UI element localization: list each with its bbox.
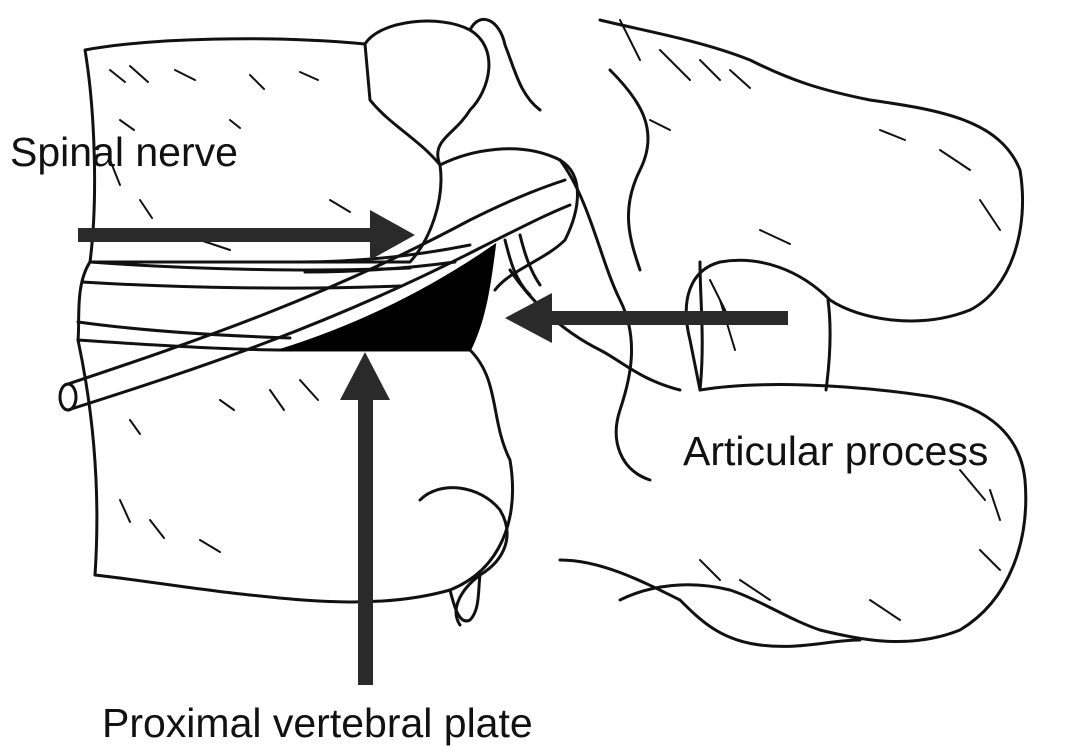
proximal-vertebral-plate-label: Proximal vertebral plate	[102, 703, 533, 744]
lower-body-hatching	[120, 380, 318, 552]
articular-joint-gap	[700, 262, 830, 390]
right-upper-inner	[610, 70, 648, 270]
lower-process	[560, 560, 860, 646]
arrow-vertebral-plate	[340, 352, 390, 685]
articular-process-shape	[620, 385, 1026, 642]
right-upper-process	[600, 20, 1023, 390]
disc-lower-line	[78, 322, 290, 338]
nerve-branch-down	[505, 235, 540, 295]
arrow-spinal-nerve	[78, 210, 415, 260]
spinal-nerve-label: Spinal nerve	[10, 132, 238, 173]
right-upper-hatching	[620, 20, 1000, 244]
spinal-nerve-end	[60, 384, 76, 410]
lower-vertebral-body	[78, 340, 513, 602]
upper-pedicle	[365, 21, 578, 290]
disc-left-edge	[78, 262, 90, 340]
arrow-articular-process	[505, 293, 788, 343]
disc-mid-line	[82, 282, 400, 288]
articular-process-label: Articular process	[683, 431, 988, 472]
spinal-nerve	[65, 180, 570, 410]
